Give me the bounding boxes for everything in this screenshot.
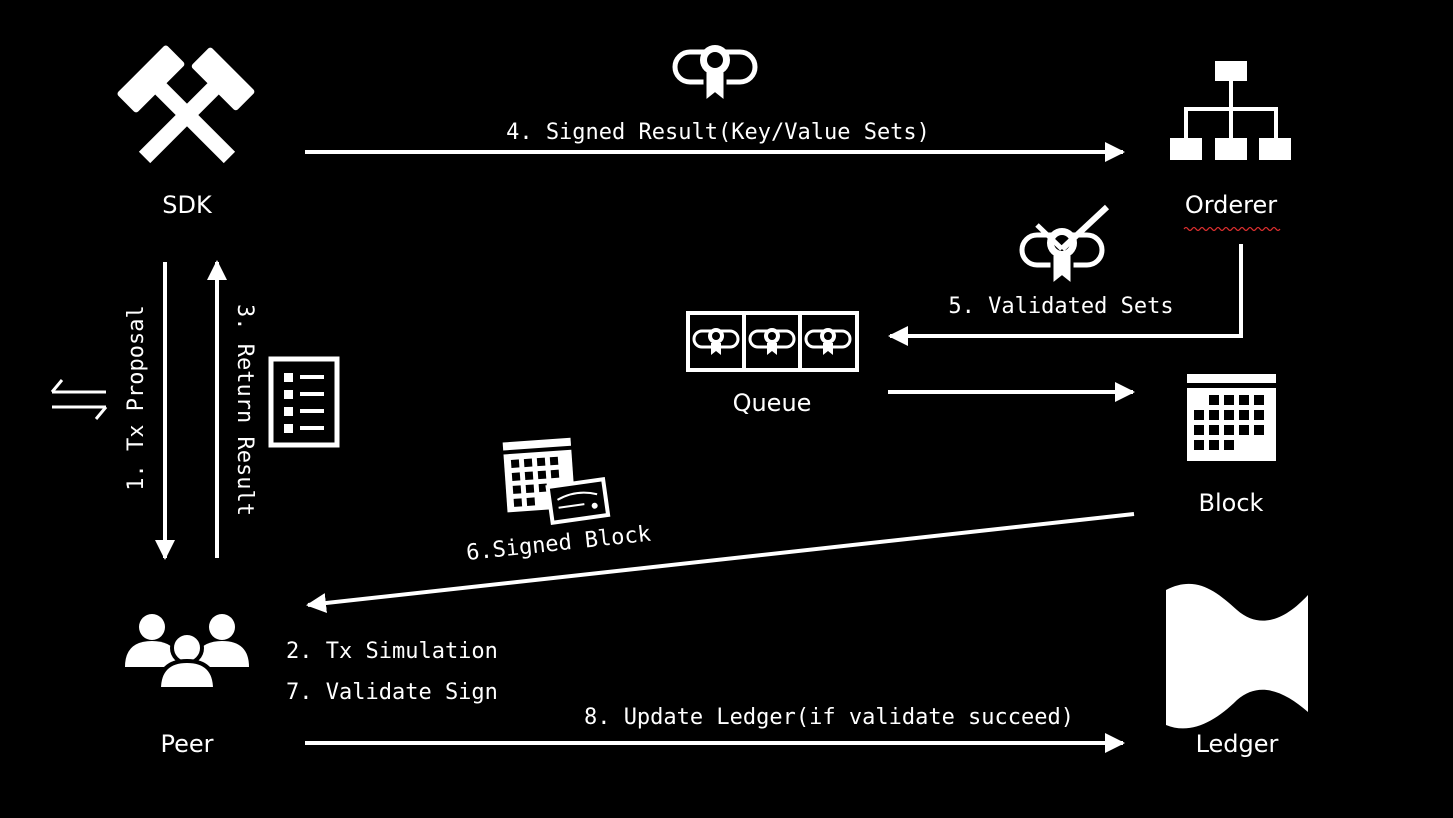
certificate-queue-icon [686, 311, 859, 372]
step-4-label: 4. Signed Result(Key/Value Sets) [506, 120, 930, 145]
queue-label: Queue [733, 389, 812, 417]
calendar-grid-icon [1187, 374, 1276, 461]
step-7-label: 7. Validate Sign [286, 680, 498, 705]
exchange-arrows-icon [50, 379, 108, 420]
org-chart-icon [1170, 61, 1291, 160]
step-1-label: 1. Tx Proposal [124, 305, 149, 490]
waving-flag-icon [1166, 583, 1308, 729]
ledger-label: Ledger [1196, 730, 1279, 758]
certificate-check-icon [1022, 204, 1110, 285]
people-group-icon [125, 614, 249, 691]
arrow-signed-block [306, 512, 1135, 613]
arrow-validated-sets [888, 244, 1243, 346]
checklist-icon [268, 356, 340, 448]
step-8-label: 8. Update Ledger(if validate succeed) [584, 705, 1074, 730]
certificate-icon [675, 45, 755, 102]
spellcheck-underline [1183, 226, 1281, 232]
block-label: Block [1199, 489, 1264, 517]
orderer-label: Orderer [1185, 191, 1277, 219]
step-6-label: 6.Signed Block [465, 522, 652, 566]
step-5-label: 5. Validated Sets [948, 294, 1173, 319]
hammer-crossed-icon [117, 45, 255, 164]
sdk-label: SDK [162, 191, 213, 219]
step-2-label: 2. Tx Simulation [286, 639, 498, 664]
peer-label: Peer [160, 730, 213, 758]
step-3-label: 3. Return Result [232, 304, 257, 516]
signed-block-icon [502, 437, 611, 525]
